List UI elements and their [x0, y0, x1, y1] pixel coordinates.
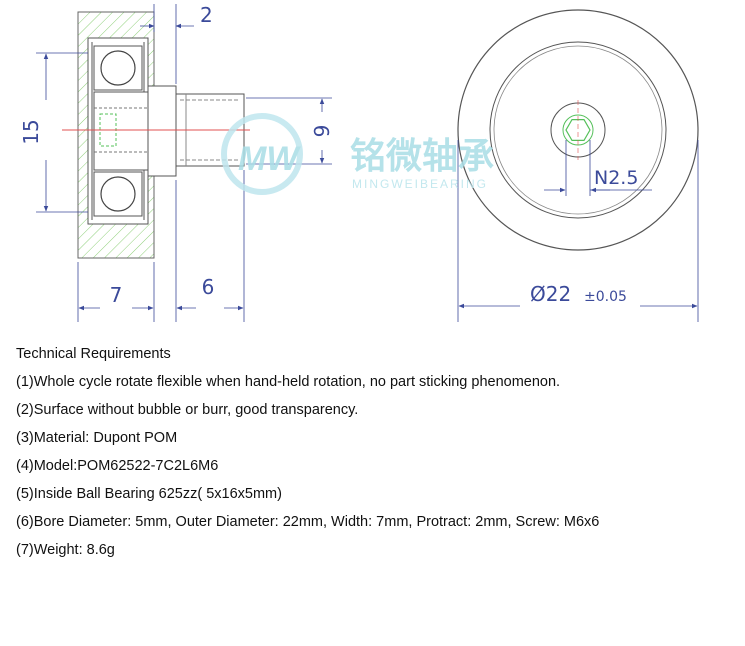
dim-height: 15 [19, 52, 88, 213]
hex-socket-icon [565, 118, 591, 141]
dim-outer: Ø22 ±0.05 [457, 140, 699, 322]
svg-text:MW: MW [238, 140, 301, 178]
watermark: MW 铭微轴承 MINGWEIBEARING [221, 113, 494, 195]
dim-flange: 2 [140, 3, 213, 84]
svg-text:±0.05: ±0.05 [584, 289, 627, 305]
svg-text:MINGWEIBEARING: MINGWEIBEARING [352, 177, 488, 191]
dim-width: 7 [77, 262, 155, 322]
bottom-ball [100, 176, 136, 212]
requirements-title: Technical Requirements [16, 346, 171, 362]
dim-shaft-dia: 6 [246, 97, 333, 165]
front-view [457, 9, 699, 251]
top-ball [100, 50, 136, 86]
requirement-item: (2)Surface without bubble or burr, good … [16, 402, 359, 418]
technical-requirements: Technical Requirements (1)Whole cycle ro… [16, 344, 736, 568]
watermark-logo-icon: MW [221, 113, 303, 195]
requirement-item: (1)Whole cycle rotate flexible when hand… [16, 374, 561, 390]
requirement-item: (7)Weight: 8.6g [16, 542, 115, 558]
technical-drawing: 2 15 6 7 6 [19, 3, 699, 322]
requirement-item: (4)Model:POM62522-7C2L6M6 [16, 458, 219, 474]
svg-text:N2.5: N2.5 [594, 167, 638, 189]
svg-text:铭微轴承: 铭微轴承 [350, 136, 494, 177]
svg-text:6: 6 [309, 125, 333, 138]
svg-text:6: 6 [202, 275, 215, 299]
dim-shaft-len: 6 [175, 170, 245, 322]
side-view [62, 11, 250, 259]
requirement-item: (5)Inside Ball Bearing 625zz( 5x16x5mm) [16, 486, 282, 502]
svg-text:Ø22: Ø22 [530, 282, 571, 306]
requirement-item: (6)Bore Diameter: 5mm, Outer Diameter: 2… [16, 514, 600, 530]
svg-text:15: 15 [19, 119, 43, 144]
svg-text:7: 7 [110, 283, 123, 307]
requirement-item: (3)Material: Dupont POM [16, 430, 178, 446]
dim-hex: N2.5 [544, 140, 652, 196]
svg-text:2: 2 [200, 3, 213, 27]
